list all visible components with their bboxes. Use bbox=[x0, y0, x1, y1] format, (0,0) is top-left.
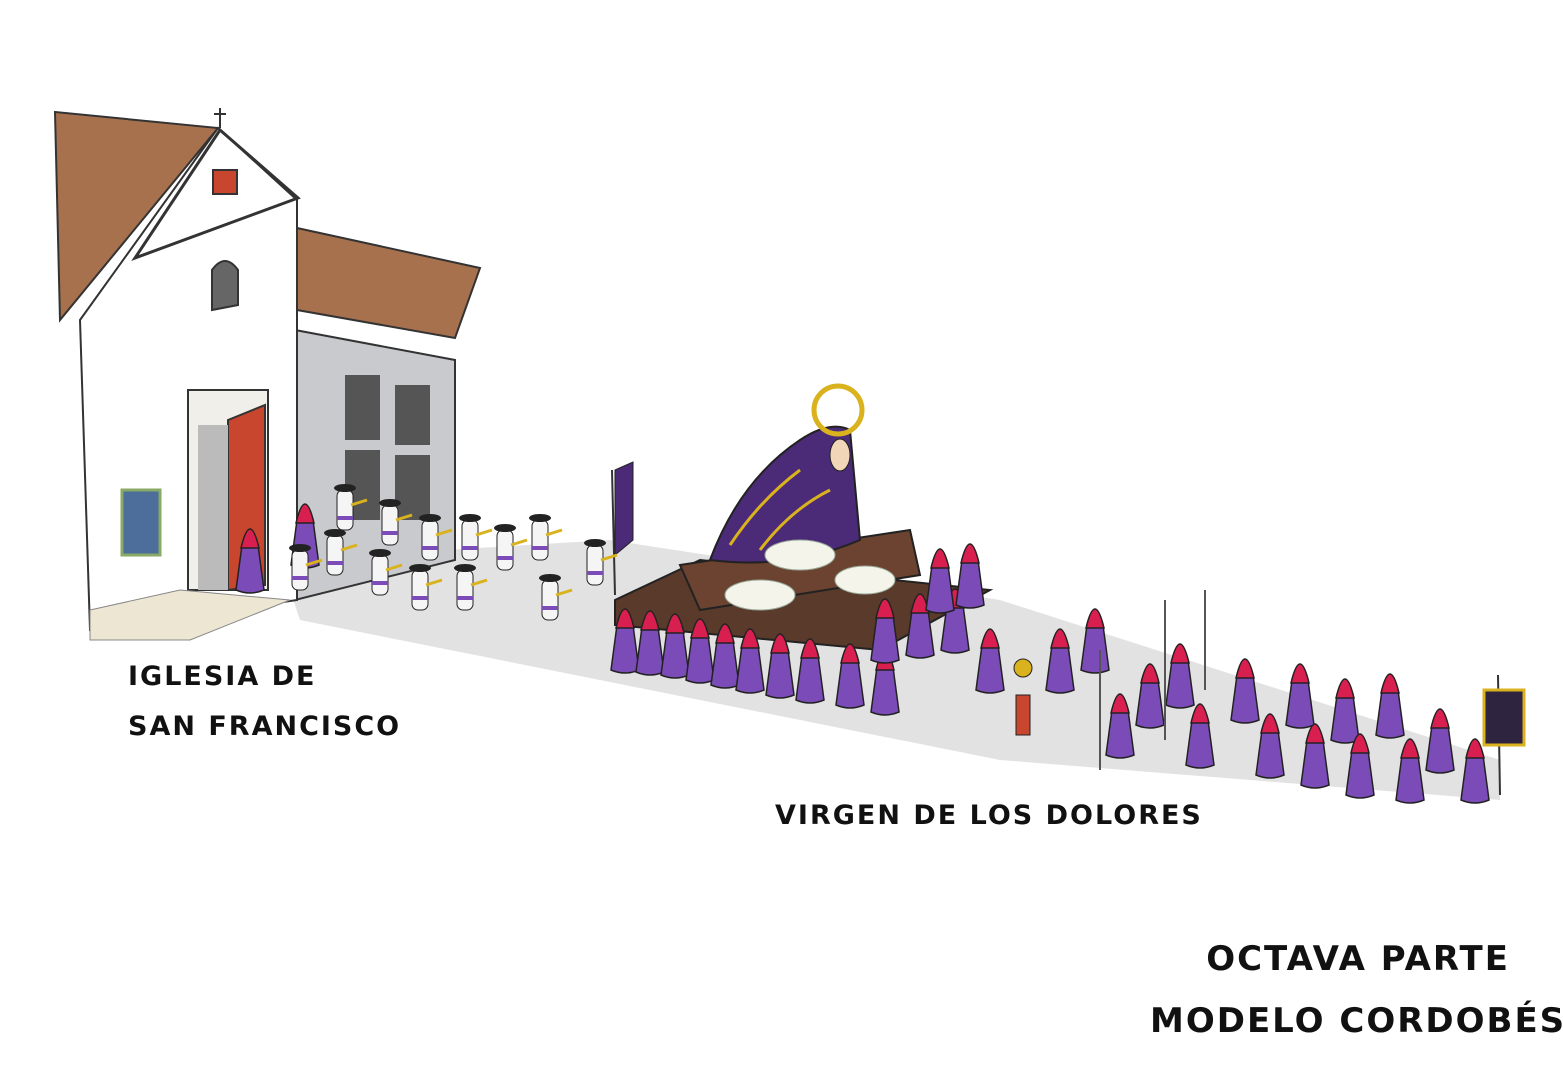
band-musician bbox=[409, 564, 443, 611]
nazareno-figure bbox=[1080, 608, 1110, 674]
nazareno-figure bbox=[1230, 658, 1260, 724]
nazareno-figure bbox=[235, 528, 265, 594]
nazareno-figure bbox=[1045, 628, 1075, 694]
band-musician bbox=[369, 549, 403, 596]
nazareno-figure bbox=[1395, 738, 1425, 804]
halo bbox=[811, 383, 865, 437]
nazareno-figure bbox=[870, 598, 900, 664]
nazareno-figure bbox=[1165, 643, 1195, 709]
band-musician bbox=[454, 564, 488, 611]
church-side-roof bbox=[296, 226, 482, 340]
painting-tile bbox=[120, 488, 162, 557]
nazareno-figure bbox=[955, 543, 985, 609]
band-musician bbox=[324, 529, 358, 576]
nazareno-figure bbox=[1425, 708, 1455, 774]
nazareno-figure bbox=[710, 623, 740, 689]
band-musician bbox=[419, 514, 453, 561]
band-musician bbox=[334, 484, 368, 531]
band-musician bbox=[529, 514, 563, 561]
band-musician bbox=[289, 544, 323, 591]
pediment bbox=[131, 127, 301, 261]
steps bbox=[89, 589, 291, 641]
nazareno-figure bbox=[1460, 738, 1490, 804]
nazareno-figure bbox=[765, 633, 795, 699]
nazareno-figure bbox=[1330, 678, 1360, 744]
church-window bbox=[211, 260, 239, 312]
nazareno-figure bbox=[635, 610, 665, 676]
church-label-line2: SAN FRANCISCO bbox=[128, 711, 402, 742]
flowers bbox=[724, 579, 796, 611]
nazareno-figure bbox=[925, 548, 955, 614]
nazareno-figure bbox=[735, 628, 765, 694]
band-musician bbox=[494, 524, 528, 571]
nazareno-figure bbox=[905, 593, 935, 659]
nazareno-figure bbox=[835, 643, 865, 709]
nazareno-figure bbox=[660, 613, 690, 679]
standard-banner bbox=[1482, 688, 1526, 747]
church-label: IGLESIA DE SAN FRANCISCO bbox=[128, 652, 401, 752]
church-label-line1: IGLESIA DE bbox=[128, 661, 317, 692]
nazareno-figure bbox=[975, 628, 1005, 694]
nazareno-figure bbox=[1105, 693, 1135, 759]
nazareno-figure bbox=[1375, 673, 1405, 739]
nazareno-figure bbox=[1185, 703, 1215, 769]
banner bbox=[614, 461, 634, 557]
nazareno-figure bbox=[1345, 733, 1375, 799]
virgin-face bbox=[829, 438, 851, 472]
nazareno-figure bbox=[795, 638, 825, 704]
nazareno-figure bbox=[1135, 663, 1165, 729]
paso-virgen bbox=[614, 383, 994, 652]
nazareno-figure bbox=[610, 608, 640, 674]
child-figure bbox=[1013, 658, 1033, 736]
virgin-label: VIRGEN DE LOS DOLORES bbox=[775, 800, 1203, 831]
part-label-line1: OCTAVA PARTE bbox=[1206, 939, 1510, 979]
nazareno-figure bbox=[1285, 663, 1315, 729]
part-label: OCTAVA PARTE MODELO CORDOBÉS bbox=[1150, 928, 1563, 1052]
oculus bbox=[212, 169, 238, 195]
figures-group bbox=[235, 484, 1490, 804]
band-musician bbox=[584, 539, 618, 586]
nazareno-figure bbox=[1255, 713, 1285, 779]
part-label-line2: MODELO CORDOBÉS bbox=[1150, 1001, 1563, 1041]
nazareno-figure bbox=[685, 618, 715, 684]
band-musician bbox=[459, 514, 493, 561]
church bbox=[53, 108, 482, 641]
church-main-roof bbox=[53, 110, 220, 323]
band-musician bbox=[379, 499, 413, 546]
band-musician bbox=[539, 574, 573, 621]
nazareno-figure bbox=[1300, 723, 1330, 789]
